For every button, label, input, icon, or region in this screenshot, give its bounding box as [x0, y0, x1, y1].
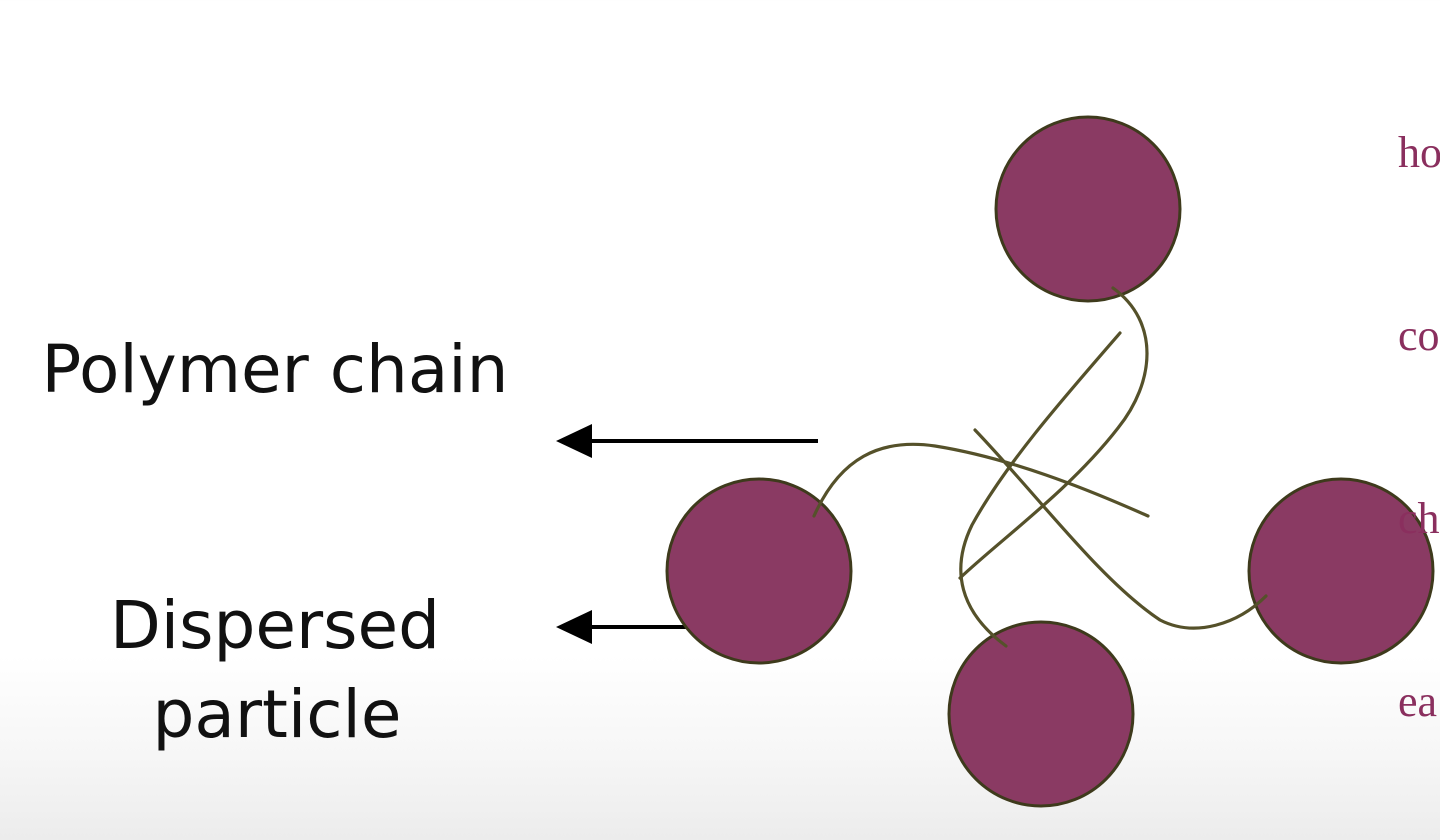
polymer-chain-label: Polymer chain [42, 331, 509, 408]
side-text-line: ea [1398, 677, 1438, 726]
dispersed-particle-label-line2: particle [153, 676, 402, 753]
particle-right [1247, 477, 1435, 665]
particle-bottom [947, 620, 1135, 808]
side-text-line: co [1398, 311, 1440, 360]
particle-left [665, 477, 853, 665]
polymer-chain-strand-diagonal [959, 331, 1122, 648]
side-text-line: ch [1398, 494, 1440, 543]
dispersed-particle-label-line1: Dispersed [110, 587, 440, 664]
side-text-line: ho [1398, 128, 1440, 177]
clipped-side-text: ho co ch ea [1398, 0, 1440, 793]
particle-top [994, 115, 1182, 303]
polymer-chain-arrow [556, 424, 818, 458]
polymer-chain-strand-top [958, 286, 1149, 580]
polymer-chain-strand-left [812, 442, 1150, 518]
polymer-chain-strand-right [973, 428, 1268, 630]
